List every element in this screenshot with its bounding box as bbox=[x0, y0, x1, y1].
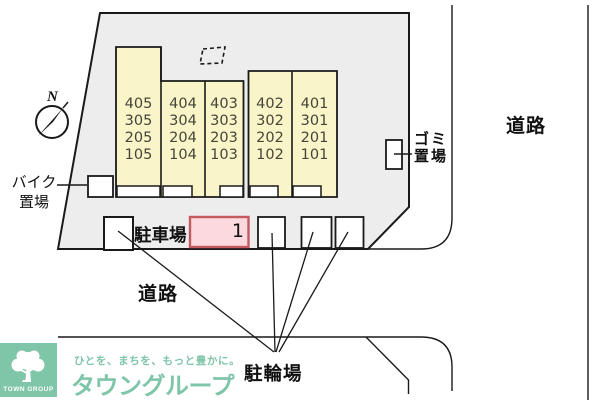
corner-block-edge bbox=[365, 336, 410, 394]
garbage-area-label: ゴミ 置場 bbox=[414, 131, 458, 165]
road-label-bottom: 道路 bbox=[138, 284, 179, 305]
room-number: 301 bbox=[300, 113, 329, 129]
room-number: 302 bbox=[256, 113, 284, 129]
bicycle-pointer-line-3 bbox=[275, 231, 314, 353]
room-number: 201 bbox=[300, 130, 329, 146]
road-label-right: 道路 bbox=[506, 116, 547, 137]
room-stack-column-404: 404 304 204 104 bbox=[161, 96, 205, 164]
town-group-logo: TOWN GROUP bbox=[0, 343, 57, 397]
bicycle-pointer-line-4 bbox=[278, 231, 349, 353]
road-curb-bottom-south bbox=[58, 336, 453, 391]
garbage-area-label-line1: ゴミ bbox=[414, 131, 449, 148]
room-number: 202 bbox=[256, 130, 284, 146]
town-group-logo-text: TOWN GROUP bbox=[3, 386, 54, 393]
room-number: 304 bbox=[169, 113, 197, 129]
road-curb-right-west bbox=[362, 5, 453, 250]
parking-spot-1-highlighted bbox=[188, 215, 250, 249]
parking-spot-number: 1 bbox=[231, 220, 244, 242]
compass-north-label: N bbox=[47, 89, 58, 105]
bicycle-spot-3 bbox=[334, 216, 365, 249]
room-number: 105 bbox=[124, 147, 153, 163]
room-number: 104 bbox=[169, 147, 197, 163]
garbage-area-label-line2: 置場 bbox=[414, 148, 449, 165]
bicycle-parking-label: 駐輪場 bbox=[244, 363, 303, 384]
room-stack-column-405: 405 305 205 105 bbox=[116, 96, 161, 164]
brand-tagline: ひとを、まちを、もっと豊かに。 bbox=[74, 355, 241, 367]
entrance-402 bbox=[249, 185, 279, 198]
car-parking-label: 駐車場 bbox=[134, 225, 187, 245]
room-number: 305 bbox=[124, 113, 153, 129]
bike-shed-label: バイク 置場 bbox=[8, 173, 60, 213]
bicycle-pointer-line-2 bbox=[271, 232, 276, 353]
room-number: 102 bbox=[256, 147, 284, 163]
room-number: 303 bbox=[210, 113, 238, 129]
room-number: 203 bbox=[210, 130, 238, 146]
room-number: 204 bbox=[169, 130, 197, 146]
bike-shed-box bbox=[87, 175, 114, 198]
entrance-401 bbox=[292, 185, 322, 198]
entrance-404 bbox=[162, 185, 193, 198]
room-stack-column-402: 402 302 202 102 bbox=[248, 96, 292, 164]
bicycle-pointer-line-1 bbox=[117, 230, 275, 353]
room-number: 103 bbox=[210, 147, 238, 163]
room-number: 404 bbox=[169, 96, 197, 112]
room-number: 403 bbox=[210, 96, 238, 112]
bike-shed-label-line1: バイク bbox=[11, 174, 57, 191]
brand-name: タウングループ bbox=[71, 373, 235, 400]
bike-shed-label-line2: 置場 bbox=[18, 194, 49, 211]
room-number: 205 bbox=[124, 130, 153, 146]
parking-spot-car bbox=[103, 216, 134, 251]
room-number: 402 bbox=[256, 96, 284, 112]
room-stack-column-401: 401 301 201 101 bbox=[292, 96, 337, 164]
entrance-403 bbox=[219, 185, 244, 198]
entrance-405 bbox=[116, 185, 161, 198]
room-number: 101 bbox=[300, 147, 329, 163]
dashed-structure-outline bbox=[199, 46, 226, 65]
room-number: 405 bbox=[124, 96, 153, 112]
town-group-tree-icon bbox=[11, 350, 45, 382]
room-stack-column-403: 403 303 203 103 bbox=[205, 96, 243, 164]
bicycle-spot-1 bbox=[257, 216, 286, 249]
room-number: 401 bbox=[300, 96, 329, 112]
compass-icon bbox=[35, 101, 69, 139]
bicycle-spot-2 bbox=[300, 216, 333, 249]
